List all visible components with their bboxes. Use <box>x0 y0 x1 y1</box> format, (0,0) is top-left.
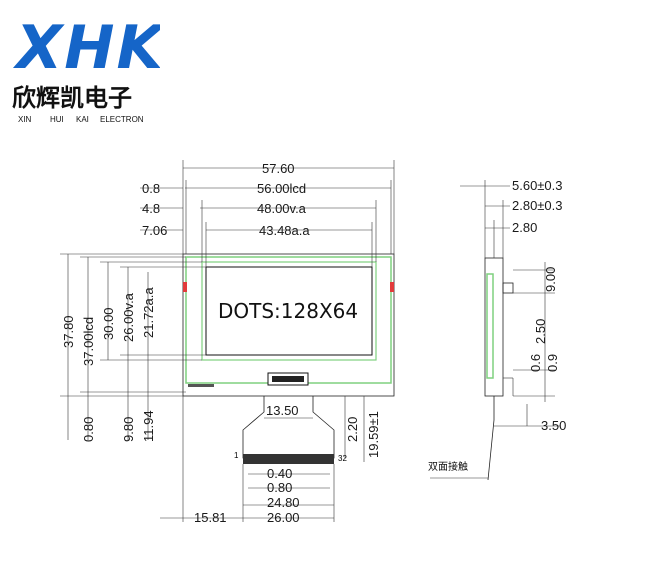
dim-fpc-offset: 15.81 <box>194 510 227 525</box>
dim-side-280: 2.80 <box>512 220 537 235</box>
dim-va-height: 26.00v.a <box>121 292 136 342</box>
dim-fpc-width: 13.50 <box>266 403 299 418</box>
dim-980: 9.80 <box>121 417 136 442</box>
dim-1194: 11.94 <box>141 410 156 442</box>
fpc-connector-bar <box>272 376 304 382</box>
side-tab <box>502 282 514 294</box>
dim-fpc-220: 2.20 <box>345 417 360 442</box>
part-number-print <box>188 384 214 387</box>
dim-side-900: 9.00 <box>543 267 558 292</box>
brand-logo: XHK 欣辉凯电子 XIN HUI KAI ELECTRON <box>12 13 160 124</box>
side-note: 双面接触 <box>428 460 468 473</box>
brand-name-en-1: XIN <box>18 115 32 124</box>
dim-side-250: 2.50 <box>533 319 548 344</box>
dim-aa-height: 21.72a.a <box>141 287 156 338</box>
left-dimension-lines <box>60 253 206 440</box>
dim-fpc-total: 26.00 <box>267 510 300 525</box>
brand-name-cn: 欣辉凯电子 <box>12 84 132 112</box>
brand-name-en-4: ELECTRON <box>100 115 144 124</box>
top-dimension-lines <box>140 160 395 267</box>
fpc-pads <box>243 454 334 464</box>
side-backlight <box>486 273 494 379</box>
dim-total-width: 57.60 <box>262 161 295 176</box>
dim-aa-offset: 7.06 <box>142 223 167 238</box>
brand-logo-text: XHK <box>12 13 160 83</box>
dim-total-height: 37.80 <box>61 315 76 348</box>
dim-lcd-height: 37.00lcd <box>81 317 96 366</box>
dim-pitch-080: 0.80 <box>267 480 292 495</box>
dim-30: 30.00 <box>101 307 116 340</box>
dim-fpc-length: 19.59±1 <box>366 411 381 458</box>
dim-va-offset: 4.8 <box>142 201 160 216</box>
dim-side-thickness: 5.60±0.3 <box>512 178 563 193</box>
lcd-outline <box>182 253 395 397</box>
dim-side-280-tol: 2.80±0.3 <box>512 198 563 213</box>
right-marker <box>390 282 394 292</box>
dim-bottom-offset: 0.80 <box>81 417 96 442</box>
dots-label: DOTS:128X64 <box>218 299 358 323</box>
brand-name-en-3: KAI <box>76 115 89 124</box>
fpc-pin-first: 1 <box>234 451 239 460</box>
dim-pitch-040: 0.40 <box>267 466 292 481</box>
left-marker <box>183 282 187 292</box>
dim-aa-width: 43.48a.a <box>259 223 310 238</box>
dim-side-09: 0.9 <box>545 354 560 372</box>
fpc-dimension-lines <box>160 396 365 522</box>
dim-fpc-2480: 24.80 <box>267 495 300 510</box>
side-fpc <box>487 396 495 481</box>
dim-side-350: 3.50 <box>541 418 566 433</box>
dim-edge-offset: 0.8 <box>142 181 160 196</box>
lcd-viewing-area <box>201 261 377 361</box>
fpc-pin-last: 32 <box>338 454 347 463</box>
dim-va-width: 48.00v.a <box>257 201 307 216</box>
dim-lcd-width: 56.00lcd <box>257 181 306 196</box>
brand-name-en-2: HUI <box>50 115 64 124</box>
dim-side-06: 0.6 <box>528 354 543 372</box>
lcd-active-area <box>205 266 373 356</box>
side-dimension-lines <box>460 180 560 427</box>
